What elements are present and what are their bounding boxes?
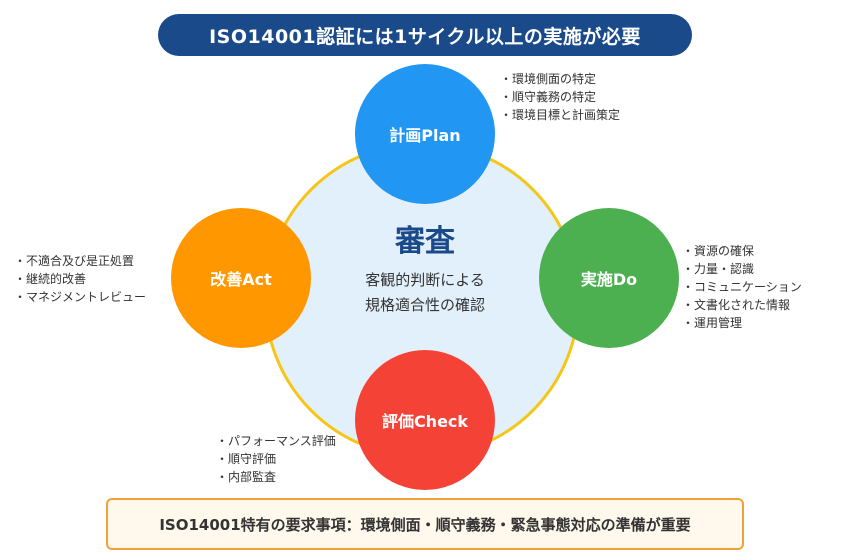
do-item: 資源の確保 xyxy=(682,242,802,260)
footer-note: ISO14001特有の要求事項：環境側面・順守義務・緊急事態対応の準備が重要 xyxy=(106,498,744,550)
center-subtitle-line: 客観的判断による xyxy=(365,271,485,289)
check-node: 評価Check xyxy=(355,350,495,490)
act-item: マネジメントレビュー xyxy=(14,288,146,306)
check-item: パフォーマンス評価 xyxy=(216,432,336,450)
act-node: 改善Act xyxy=(171,208,311,348)
check-item: 内部監査 xyxy=(216,468,336,486)
do-item: コミュニケーション xyxy=(682,278,802,296)
center-title: 審査 xyxy=(395,224,455,259)
plan-item: 順守義務の特定 xyxy=(500,88,620,106)
act-item: 不適合及び是正処置 xyxy=(14,252,146,270)
center-subtitle-line: 規格適合性の確認 xyxy=(364,296,485,314)
plan-node: 計画Plan xyxy=(355,64,495,204)
plan-item: 環境側面の特定 xyxy=(500,70,620,88)
act-items: 不適合及び是正処置 継続的改善 マネジメントレビュー xyxy=(14,252,146,306)
do-node: 実施Do xyxy=(539,208,679,348)
center-subtitle: 客観的判断による 規格適合性の確認 xyxy=(305,268,545,318)
act-item: 継続的改善 xyxy=(14,270,146,288)
plan-items: 環境側面の特定 順守義務の特定 環境目標と計画策定 xyxy=(500,70,620,124)
do-item: 運用管理 xyxy=(682,314,802,332)
do-items: 資源の確保 力量・認識 コミュニケーション 文書化された情報 運用管理 xyxy=(682,242,802,332)
do-item: 文書化された情報 xyxy=(682,296,802,314)
page-title: ISO14001認証には1サイクル以上の実施が必要 xyxy=(158,14,692,56)
check-item: 順守評価 xyxy=(216,450,336,468)
plan-item: 環境目標と計画策定 xyxy=(500,106,620,124)
do-item: 力量・認識 xyxy=(682,260,802,278)
check-items: パフォーマンス評価 順守評価 内部監査 xyxy=(216,432,336,486)
